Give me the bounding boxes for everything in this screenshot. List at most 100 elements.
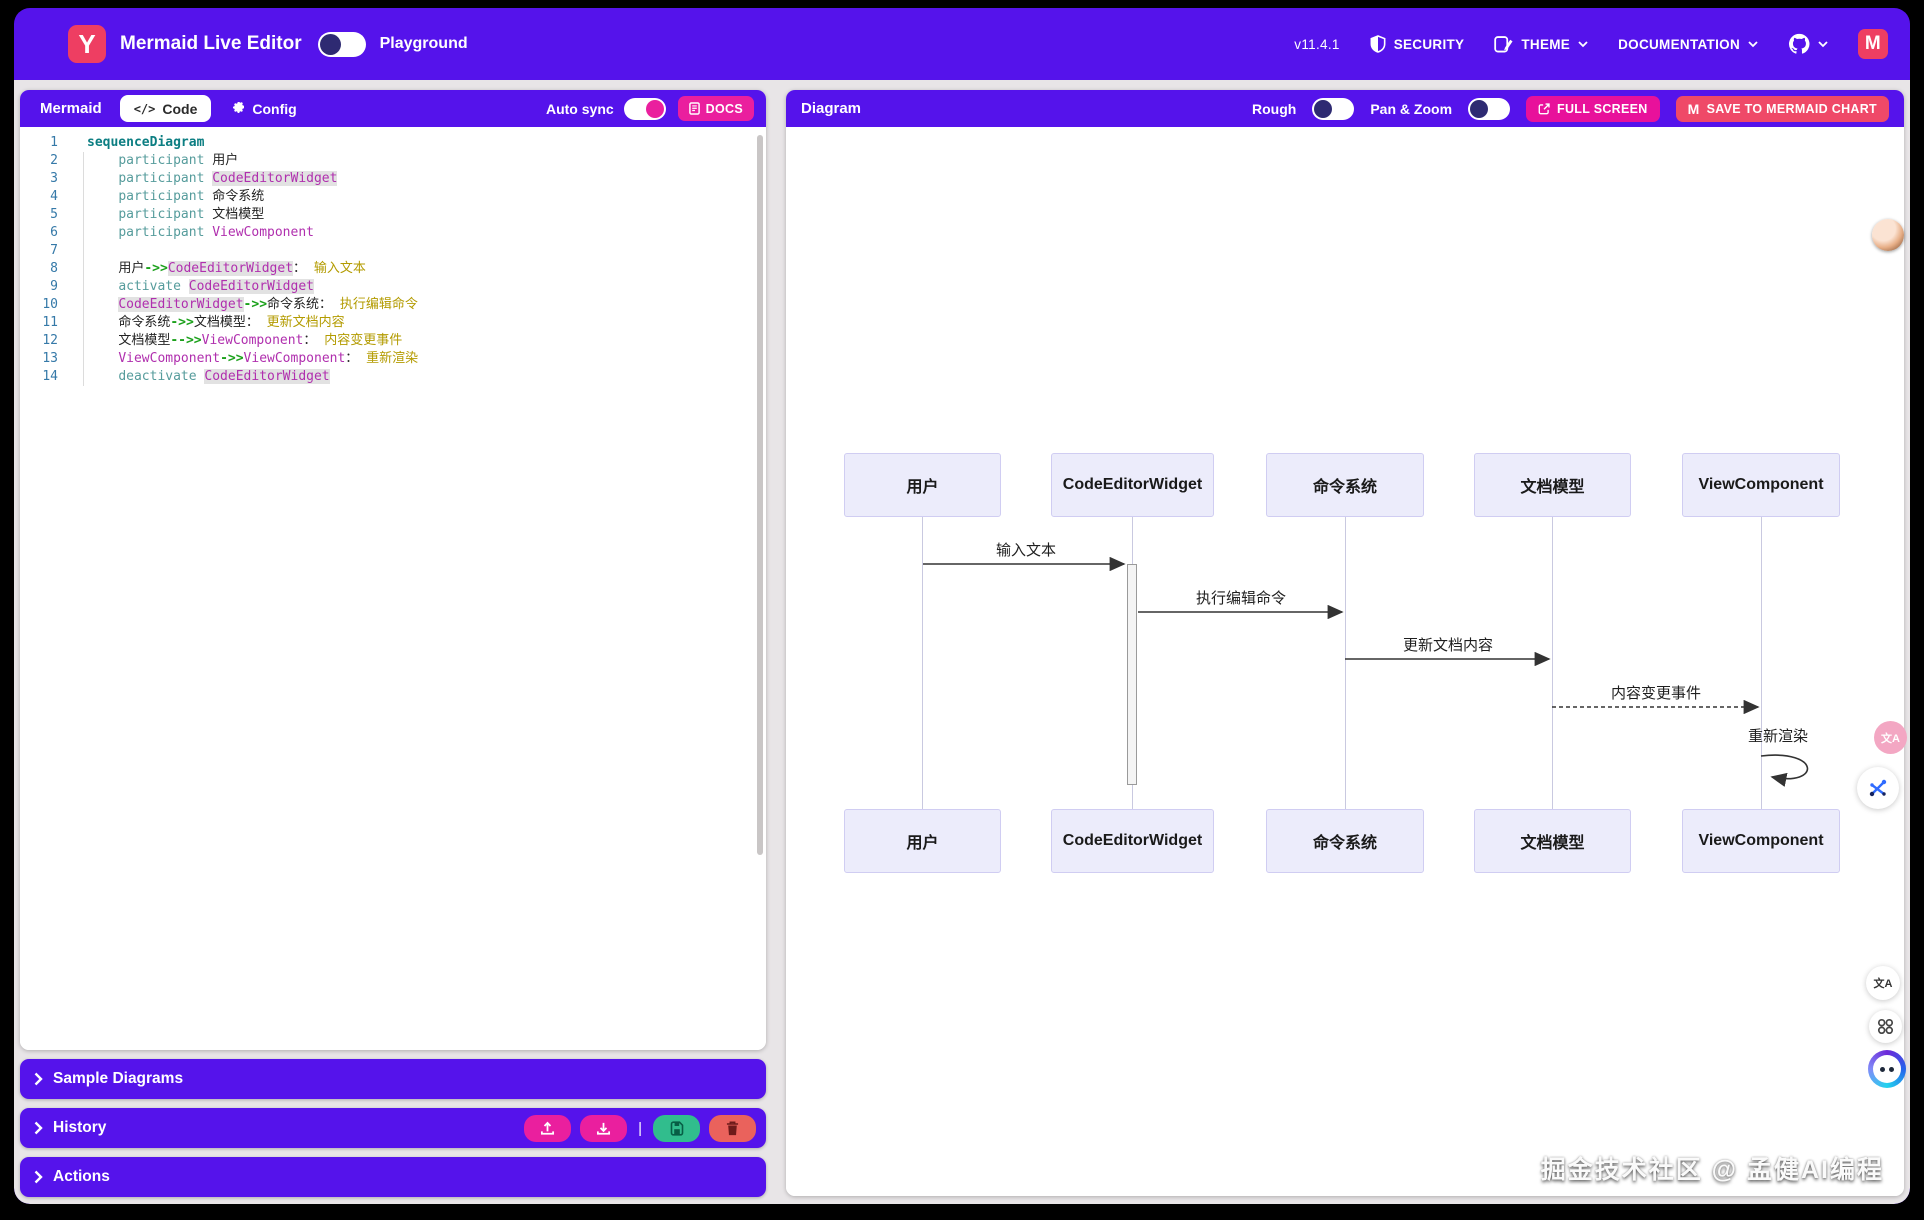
line-number: 7 [50,243,58,258]
docs-button[interactable]: DOCS [677,96,754,121]
translate-icon[interactable]: 文A [1866,966,1900,1000]
chevron-right-icon [34,1072,43,1086]
pan-zoom-label: Pan & Zoom [1370,100,1453,117]
rough-toggle[interactable] [1312,97,1355,120]
history-save-button[interactable] [653,1114,700,1142]
document-icon [688,102,700,115]
divider: | [638,1119,642,1137]
nav-github[interactable] [1788,33,1828,55]
lifeline [1552,517,1553,809]
indent-guide [83,152,84,386]
history-bar[interactable]: History | [20,1108,766,1148]
code-line[interactable]: 14 deactivate CodeEditorWidget [20,368,766,386]
tab-config-label: Config [252,100,297,117]
eye-dot [1889,1066,1894,1072]
sequence-diagram: 用户 CodeEditorWidget 命令系统 文档模型 ViewCompon… [786,127,1904,1196]
diagram-header: Diagram Rough Pan & Zoom FULL SCREEN M S… [786,90,1904,127]
line-number: 1 [50,135,58,150]
editor-scrollbar[interactable] [757,135,763,855]
line-number: 8 [50,261,58,276]
code-line[interactable]: 13 ViewComponent->>ViewComponent： 重新渲染 [20,350,766,368]
line-number: 11 [42,315,58,330]
line-number: 13 [42,351,58,366]
chevron-right-icon [34,1121,43,1135]
actor-box: 用户 [844,809,1001,873]
four-circles-icon [1877,1018,1894,1035]
mermaid-chart-icon[interactable]: M [1858,29,1888,59]
main-area: Mermaid </> Code Config Auto sync [14,80,1910,1204]
extension-network-icon[interactable] [1857,767,1899,809]
code-line[interactable]: 11 命令系统->>文档模型： 更新文档内容 [20,314,766,332]
github-icon [1788,33,1810,54]
nav-theme[interactable]: THEME [1494,35,1588,53]
fullscreen-label: FULL SCREEN [1557,101,1648,116]
mermaid-mark-icon: M [1687,100,1700,117]
mermaid-logo-icon[interactable]: Y [68,25,106,63]
activation-bar [1127,564,1137,785]
code-line[interactable]: 6 participant ViewComponent [20,224,766,242]
download-icon [597,1122,611,1135]
fullscreen-button[interactable]: FULL SCREEN [1526,95,1660,122]
toggle-knob [1314,99,1333,118]
top-header: Y Mermaid Live Editor Playground v11.4.1… [14,8,1910,80]
security-label: SECURITY [1393,36,1465,52]
code-line[interactable]: 8 用户->>CodeEditorWidget： 输入文本 [20,260,766,278]
grid-icon[interactable] [1869,1010,1902,1043]
message-arrows [923,556,1809,787]
code-line[interactable]: 7 [20,242,766,260]
rough-label: Rough [1252,100,1297,117]
upload-icon [541,1121,555,1135]
network-icon [1869,779,1887,797]
actor-box: 命令系统 [1266,453,1424,517]
actor-box: ViewComponent [1682,453,1840,517]
chevron-down-icon [1748,40,1758,47]
nav-security[interactable]: SECURITY [1370,35,1465,53]
toggle-knob [645,99,664,118]
gear-icon [233,101,245,113]
auto-sync-toggle[interactable] [623,97,666,120]
code-line[interactable]: 12 文档模型-->>ViewComponent： 内容变更事件 [20,332,766,350]
line-number: 10 [42,297,58,312]
user-avatar[interactable] [1872,219,1904,251]
save-to-mermaid-chart-button[interactable]: M SAVE TO MERMAID CHART [1675,95,1889,122]
translate-icon[interactable]: 文A [1874,721,1907,754]
eye-dot [1880,1066,1885,1072]
actions-label: Actions [53,1168,110,1185]
pan-zoom-toggle[interactable] [1468,97,1511,120]
actions-bar[interactable]: Actions [20,1157,766,1197]
playground-toggle[interactable] [317,31,366,57]
tab-code[interactable]: </> Code [119,95,212,122]
chevron-down-icon [1818,40,1828,47]
code-line[interactable]: 2 participant 用户 [20,152,766,170]
history-upload-button[interactable] [524,1114,572,1142]
editor-panel-title: Mermaid [40,100,102,117]
app-title: Mermaid Live Editor [120,33,302,54]
diagram-canvas[interactable]: 用户 CodeEditorWidget 命令系统 文档模型 ViewCompon… [786,127,1904,1196]
history-download-button[interactable] [580,1114,628,1142]
nav-documentation[interactable]: DOCUMENTATION [1618,37,1758,52]
code-line[interactable]: 10 CodeEditorWidget->>命令系统： 执行编辑命令 [20,296,766,314]
history-delete-button[interactable] [709,1114,756,1142]
line-number: 3 [50,171,58,186]
code-line[interactable]: 5 participant 文档模型 [20,206,766,224]
sample-diagrams-label: Sample Diagrams [53,1070,184,1087]
code-line[interactable]: 4 participant 命令系统 [20,188,766,206]
code-line[interactable]: 9 activate CodeEditorWidget [20,278,766,296]
trash-icon [726,1120,739,1135]
tab-config[interactable]: Config [217,95,310,122]
top-nav: v11.4.1 SECURITY THEME DOCUMENTATION [1294,29,1888,59]
actor-box: 用户 [844,453,1001,517]
left-column: Mermaid </> Code Config Auto sync [20,90,766,1197]
line-number: 5 [50,207,58,222]
sample-diagrams-bar[interactable]: Sample Diagrams [20,1059,766,1099]
theme-label: THEME [1521,36,1571,52]
editor-header: Mermaid </> Code Config Auto sync [20,90,766,127]
code-line[interactable]: 3 participant CodeEditorWidget [20,170,766,188]
docs-label: DOCS [705,101,743,116]
playground-label: Playground [379,35,468,52]
code-icon: </> [133,101,156,116]
actor-box: CodeEditorWidget [1051,809,1214,873]
ai-assistant-icon[interactable] [1868,1050,1906,1088]
